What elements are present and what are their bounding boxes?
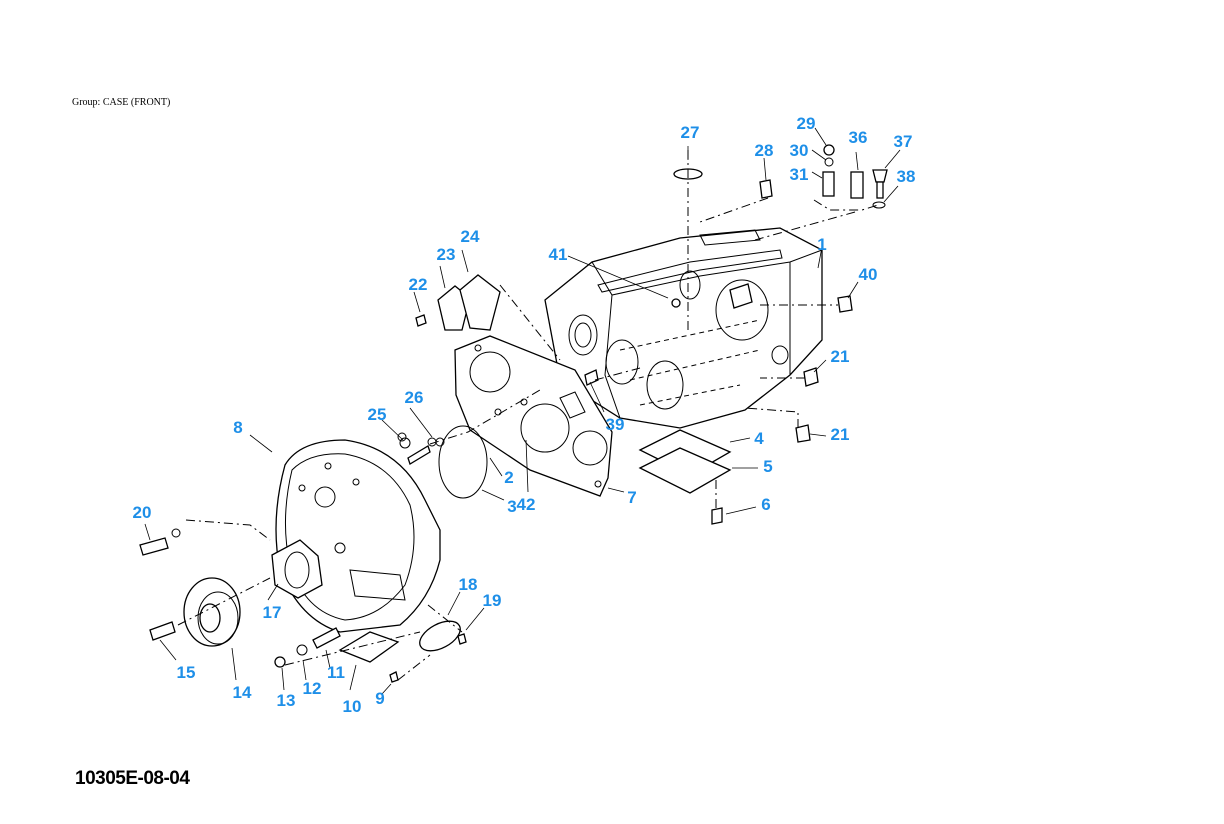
callout-numbers: 1234567891011121314151718192021212223242… (133, 114, 916, 716)
clutch-housing (275, 439, 441, 633)
callout-25: 25 (368, 405, 387, 424)
transmission-case (544, 227, 823, 429)
callout-5: 5 (763, 457, 772, 476)
callout-39: 39 (606, 415, 625, 434)
callout-26: 26 (405, 388, 424, 407)
callout-2: 2 (504, 468, 513, 487)
callout-27: 27 (681, 123, 700, 142)
callout-24: 24 (461, 227, 480, 246)
cover-plate-round (419, 620, 461, 652)
retainer-plate (271, 539, 323, 599)
callout-4: 4 (754, 429, 764, 448)
diagram-code: 10305E-08-04 (75, 768, 190, 789)
callout-23: 23 (437, 245, 456, 264)
callout-3: 3 (507, 497, 516, 516)
callout-22: 22 (409, 275, 428, 294)
callout-29: 29 (797, 114, 816, 133)
callout-15: 15 (177, 663, 196, 682)
callout-41: 41 (549, 245, 568, 264)
callout-38: 38 (897, 167, 916, 186)
callout-31: 31 (790, 165, 809, 184)
callout-8: 8 (233, 418, 242, 437)
callout-20: 20 (133, 503, 152, 522)
callout-19: 19 (483, 591, 502, 610)
callout-28: 28 (755, 141, 774, 160)
callout-42: 42 (517, 495, 536, 514)
callout-10: 10 (343, 697, 362, 716)
callout-17: 17 (263, 603, 282, 622)
cover-24 (459, 274, 501, 331)
callout-21: 21 (831, 425, 850, 444)
callout-37: 37 (894, 132, 913, 151)
callout-18: 18 (459, 575, 478, 594)
callout-40: 40 (859, 265, 878, 284)
group-label: Group: CASE (FRONT) (72, 97, 171, 108)
bearing-cage (183, 577, 241, 647)
leader-lines (144, 127, 901, 695)
callout-36: 36 (849, 128, 868, 147)
callout-12: 12 (303, 679, 322, 698)
front-plate-gasket (454, 335, 613, 497)
o-ring (438, 425, 488, 499)
callout-9: 9 (375, 689, 384, 708)
callout-13: 13 (277, 691, 296, 710)
assembly-center-lines (177, 150, 879, 681)
callout-21: 21 (831, 347, 850, 366)
callout-30: 30 (790, 141, 809, 160)
callout-14: 14 (233, 683, 252, 702)
callout-6: 6 (761, 495, 770, 514)
callout-1: 1 (817, 235, 826, 254)
callout-7: 7 (627, 488, 636, 507)
cover-lower (638, 447, 732, 494)
callout-11: 11 (327, 663, 345, 682)
access-cover (338, 631, 400, 663)
